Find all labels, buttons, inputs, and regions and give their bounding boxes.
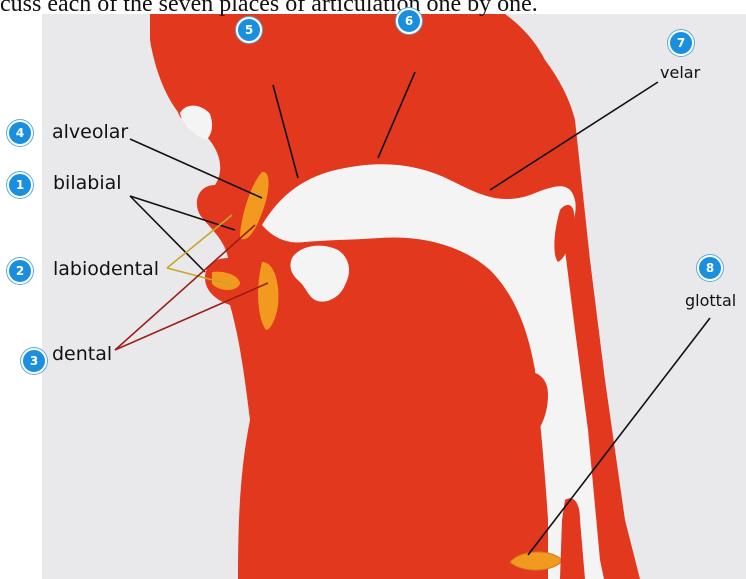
label-alveolar: alveolar (52, 121, 128, 143)
label-palatal: palatal (391, 49, 449, 69)
label-bilabial: bilabial (53, 172, 122, 194)
label-glottal: glottal (685, 291, 736, 310)
label-post-alveolar: post-alveolar (212, 50, 323, 70)
badge-post-alveolar: 5 (236, 17, 262, 43)
badge-bilabial: 1 (7, 172, 33, 198)
badge-palatal: 6 (396, 8, 422, 34)
label-dental: dental (52, 343, 112, 365)
label-labiodental: labiodental (53, 258, 159, 280)
badge-labiodental: 2 (7, 258, 33, 284)
badge-alveolar: 4 (7, 120, 33, 146)
badge-velar: 7 (668, 30, 694, 56)
badge-dental: 3 (21, 348, 47, 374)
badge-glottal: 8 (697, 255, 723, 281)
label-velar: velar (660, 63, 700, 82)
caption-text: cuss each of the seven places of articul… (0, 0, 746, 18)
